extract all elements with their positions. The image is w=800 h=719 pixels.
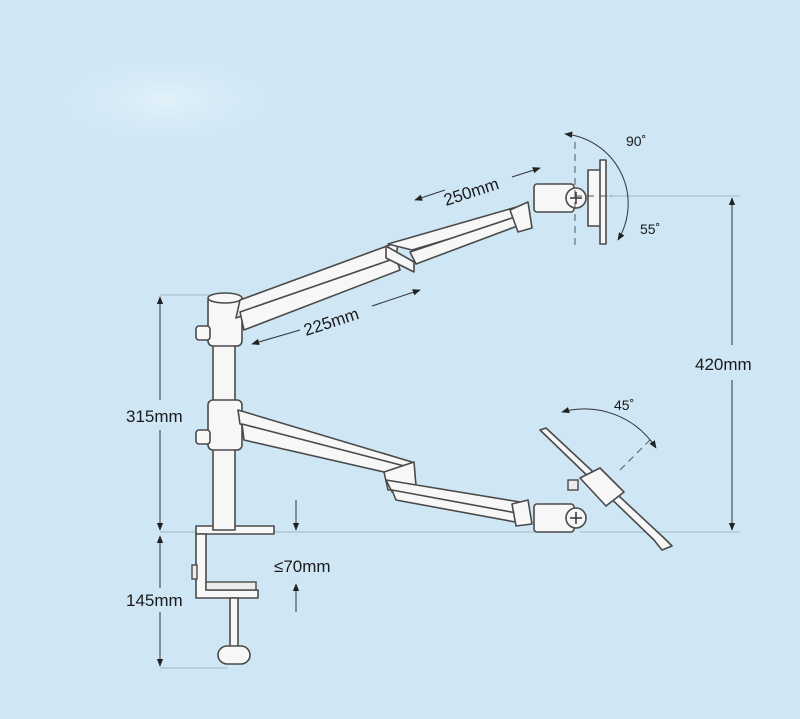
background-glow xyxy=(15,40,315,160)
lower-arm-length-label: 225mm xyxy=(301,304,361,340)
pole-height-label: 315mm xyxy=(126,407,183,426)
mounting-pole xyxy=(195,292,243,531)
upper-arm-length-label: 250mm xyxy=(441,174,501,210)
upper-arm xyxy=(235,183,587,331)
laptop-tilt-angle-label: 45˚ xyxy=(614,397,634,413)
tilt-down-angle-label: 55˚ xyxy=(640,221,660,237)
clamp-height-label: 145mm xyxy=(126,591,183,610)
desk-thickness-label: ≤70mm xyxy=(274,557,331,576)
lower-arm xyxy=(237,409,587,533)
dimension-lines xyxy=(156,167,736,667)
monitor-vesa-plate xyxy=(564,131,629,250)
desk-clamp xyxy=(191,525,275,665)
total-height-label: 420mm xyxy=(695,355,752,374)
laptop-tray xyxy=(539,407,673,551)
tilt-up-angle-label: 90˚ xyxy=(626,133,646,149)
